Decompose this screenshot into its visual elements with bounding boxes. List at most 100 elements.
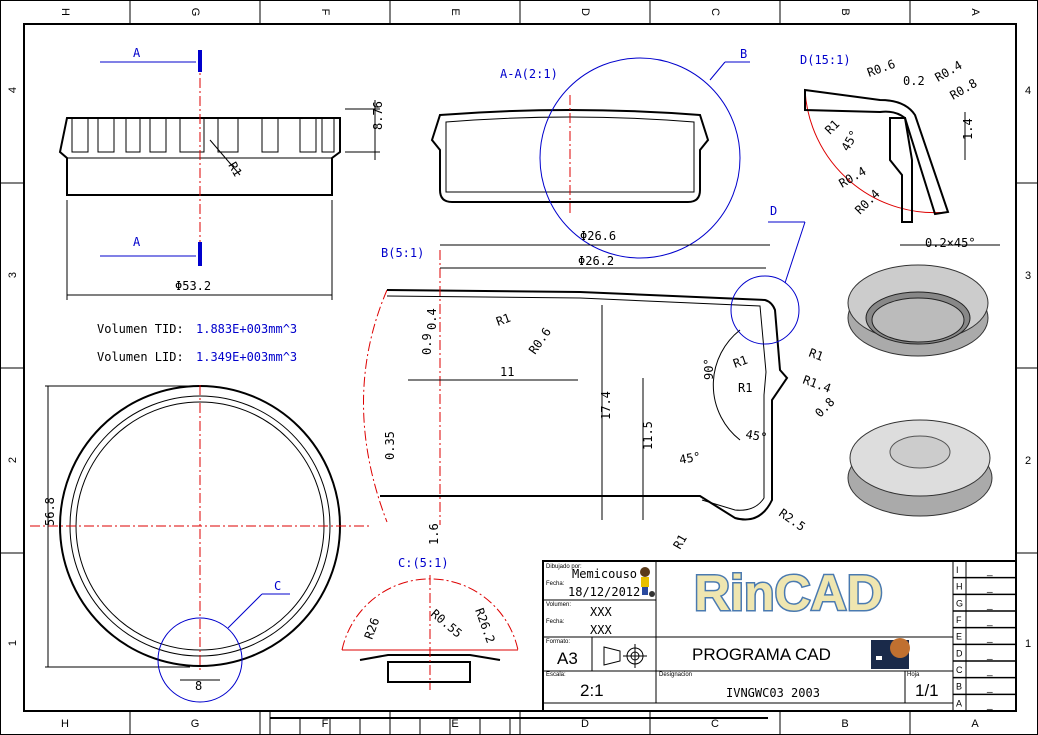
dim-b-r1c: R1: [807, 346, 825, 364]
scale-label: Escala:: [546, 672, 566, 678]
dim-b-90: 90°: [702, 358, 716, 380]
dim-r1-front: R1: [225, 160, 244, 180]
dim-b-16: 1.6: [427, 523, 441, 545]
zone-col-d: D: [579, 8, 591, 16]
dim-b-r06: R0.6: [526, 325, 554, 357]
volume-value: XXX: [590, 605, 612, 619]
dim-d-r04c: R0.4: [852, 187, 882, 217]
logo-text: RinCAD: [694, 565, 883, 621]
dim-b-d262: Φ26.2: [578, 254, 614, 268]
zone-col-g: G: [189, 8, 201, 17]
dim-d-45: 45°: [838, 128, 861, 154]
dim-b-r1: R1: [494, 311, 512, 329]
revision-value: _: [986, 583, 993, 594]
date-label: Fecha:: [546, 581, 565, 587]
projection-symbol-icon: [603, 644, 647, 668]
title-block: Dibujado por: Memicouso Fecha: 18/12/201…: [542, 560, 1017, 712]
zone-col-b: B: [841, 718, 848, 730]
zone-col-h: H: [61, 718, 69, 730]
iso-render-top: [847, 419, 993, 517]
zone-labels-top: H G F E D C B A: [59, 8, 981, 17]
format-label: Formato:: [546, 639, 570, 645]
zone-row-4: 4: [1025, 85, 1031, 97]
detail-c-title: C:(5:1): [398, 556, 449, 570]
zone-col-f: F: [322, 718, 329, 730]
zone-labels-bottom: H G F E D C B A: [61, 718, 979, 730]
dim-b-r1d: R1: [670, 532, 689, 552]
dim-c-r262: R26.2: [472, 606, 498, 645]
volume-lid-value: 1.349E+003mm^3: [196, 350, 297, 364]
dim-d-02: 0.2: [903, 74, 925, 88]
zone-col-c: C: [709, 8, 721, 16]
dim-c-r26: R26: [362, 616, 383, 641]
revision-letter: E: [956, 632, 962, 642]
revision-letter: C: [956, 665, 963, 675]
catia-logo-icon: [871, 638, 910, 669]
sheet-label: Hoja: [907, 672, 920, 678]
dim-d-r06: R0.6: [865, 57, 897, 80]
dim-c-r055: R0.55: [428, 607, 465, 641]
zone-col-g: G: [191, 718, 200, 730]
zone-col-e: E: [451, 718, 458, 730]
detail-d-title: D(15:1): [800, 53, 851, 67]
dim-d-r08: R0.8: [948, 76, 980, 103]
revision-value: _: [986, 699, 993, 710]
sheet-value: 1/1: [915, 681, 939, 700]
dim-b-r14: R1.4: [801, 373, 833, 396]
dim-b-r1b: R1: [738, 381, 752, 395]
zone-row-2: 2: [1025, 455, 1031, 467]
drawn-by: Memicouso: [572, 567, 637, 581]
rincad-logo: RinCAD: [693, 564, 885, 623]
zone-row-2: 2: [7, 457, 19, 463]
dim-b-r25: R2.5: [776, 506, 808, 534]
revision-value: _: [986, 666, 993, 677]
volume-tid-label: Volumen TID:: [97, 322, 184, 336]
dim-b-08: 0.8: [812, 395, 837, 420]
dim-height-876: 8.76: [371, 101, 385, 130]
zone-row-3: 3: [1025, 270, 1031, 282]
revision-value: _: [986, 683, 993, 694]
zone-col-c: C: [711, 718, 719, 730]
zone-col-a: A: [971, 718, 979, 730]
dim-b-115: 11.5: [641, 421, 655, 450]
iso-render-bottom: [847, 264, 989, 357]
volume-label: Volumen:: [546, 602, 571, 608]
dim-b-11: 11: [500, 365, 514, 379]
revision-value: _: [986, 616, 993, 627]
revision-letter: A: [956, 698, 962, 708]
dim-b-09: 0.9: [420, 333, 434, 355]
revision-letter: D: [956, 648, 963, 658]
avatar-icon: [640, 567, 655, 597]
bottom-ruler: [269, 711, 768, 735]
dim-b-45a: 45°: [744, 427, 768, 445]
zone-col-f: F: [319, 9, 331, 16]
date2-label: Fecha:: [546, 619, 565, 625]
revision-letter: F: [956, 615, 962, 625]
detail-d-view: D(15:1) R0.6 0.2 R0.4 R0.8 R1 45° 1.4 R0…: [800, 53, 1000, 250]
dim-b-035: 0.35: [383, 431, 397, 460]
detail-c-marker: C: [274, 579, 281, 593]
scale-value: 2:1: [580, 681, 604, 700]
designation-value: IVNGWC03 2003: [726, 686, 820, 700]
zone-col-h: H: [59, 8, 71, 16]
section-marker-bottom: A: [133, 235, 141, 249]
revision-value: _: [986, 633, 993, 644]
zone-row-1: 1: [7, 640, 19, 646]
zone-row-3: 3: [7, 272, 19, 278]
dim-d-r04: R0.4: [933, 58, 965, 85]
dim-b-04: 0.4: [425, 308, 439, 330]
volume-tid-value: 1.883E+003mm^3: [196, 322, 297, 336]
dim-top-8: 8: [195, 679, 202, 693]
dim-diameter-53: Φ53.2: [175, 279, 211, 293]
program-name: PROGRAMA CAD: [692, 645, 831, 664]
revision-value: _: [986, 599, 993, 610]
zone-row-4: 4: [7, 87, 19, 93]
revision-value: _: [986, 649, 993, 660]
revision-letter: I: [956, 565, 959, 575]
dim-d-chamfer: 0.2×45°: [925, 236, 976, 250]
section-view-a-a: A-A(2:1) B: [430, 47, 750, 259]
zone-col-e: E: [449, 8, 461, 15]
revision-table: I_H_G_F_E_D_C_B_A_: [953, 565, 1016, 710]
detail-d-marker: D: [770, 204, 777, 218]
detail-b-marker: B: [740, 47, 747, 61]
